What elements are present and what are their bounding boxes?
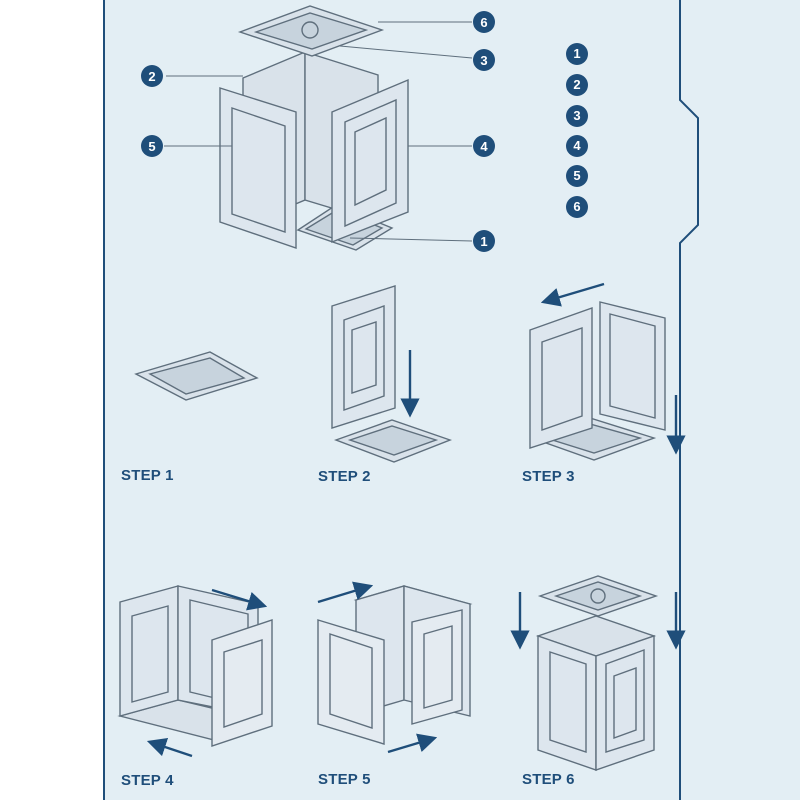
step-2-label: STEP 2 <box>318 468 371 485</box>
lid-logo <box>301 21 319 39</box>
step-3-illustration <box>529 301 666 461</box>
lid-plate-inner <box>253 12 369 50</box>
front-left-panel-inset <box>231 107 286 233</box>
legend-item-5: 5 <box>566 165 588 187</box>
callout-2: 2 <box>141 65 163 87</box>
callout-6-number: 6 <box>480 15 487 30</box>
callout-badges: 6 3 2 5 4 1 <box>141 11 495 252</box>
callout-2-number: 2 <box>148 69 155 84</box>
legend-item-4: 4 <box>566 135 588 157</box>
panel-border <box>103 0 699 800</box>
callout-1: 1 <box>473 230 495 252</box>
legend-item-6: 6 <box>566 196 588 218</box>
callout-6: 6 <box>473 11 495 33</box>
step-6-label: STEP 6 <box>522 771 575 788</box>
callout-3-number: 3 <box>480 53 487 68</box>
front-right-panel-window <box>354 116 387 207</box>
step-5-arrow-top <box>317 581 374 604</box>
step-3-label: STEP 3 <box>522 468 575 485</box>
step-1-label: STEP 1 <box>121 467 174 484</box>
step-6-illustration <box>535 575 659 771</box>
callout-5-number: 5 <box>148 139 155 154</box>
step-2-illustration <box>331 285 453 463</box>
step-3-arrow-top <box>540 282 605 307</box>
legend-item-3: 3 <box>566 105 588 127</box>
step-5-illustration <box>317 585 473 745</box>
callout-1-number: 1 <box>480 234 487 249</box>
callout-3: 3 <box>473 49 495 71</box>
step-4-arrow-bottom <box>146 737 193 758</box>
step-5-label: STEP 5 <box>318 771 371 788</box>
front-right-panel <box>331 78 409 244</box>
front-left-panel <box>219 87 297 249</box>
step-1-illustration <box>134 351 259 401</box>
callout-leaders <box>164 21 473 242</box>
step-4-illustration <box>117 585 273 747</box>
callout-5: 5 <box>141 135 163 157</box>
step-4-label: STEP 4 <box>121 772 174 789</box>
callout-4: 4 <box>473 135 495 157</box>
legend-item-1: 1 <box>566 43 588 65</box>
callout-4-number: 4 <box>480 139 488 154</box>
exploded-view <box>219 5 409 251</box>
step-4-arrow-top <box>211 588 268 611</box>
step-5-arrow-bottom <box>387 733 438 754</box>
front-right-panel-inset <box>344 98 397 228</box>
legend-item-2: 2 <box>566 74 588 96</box>
